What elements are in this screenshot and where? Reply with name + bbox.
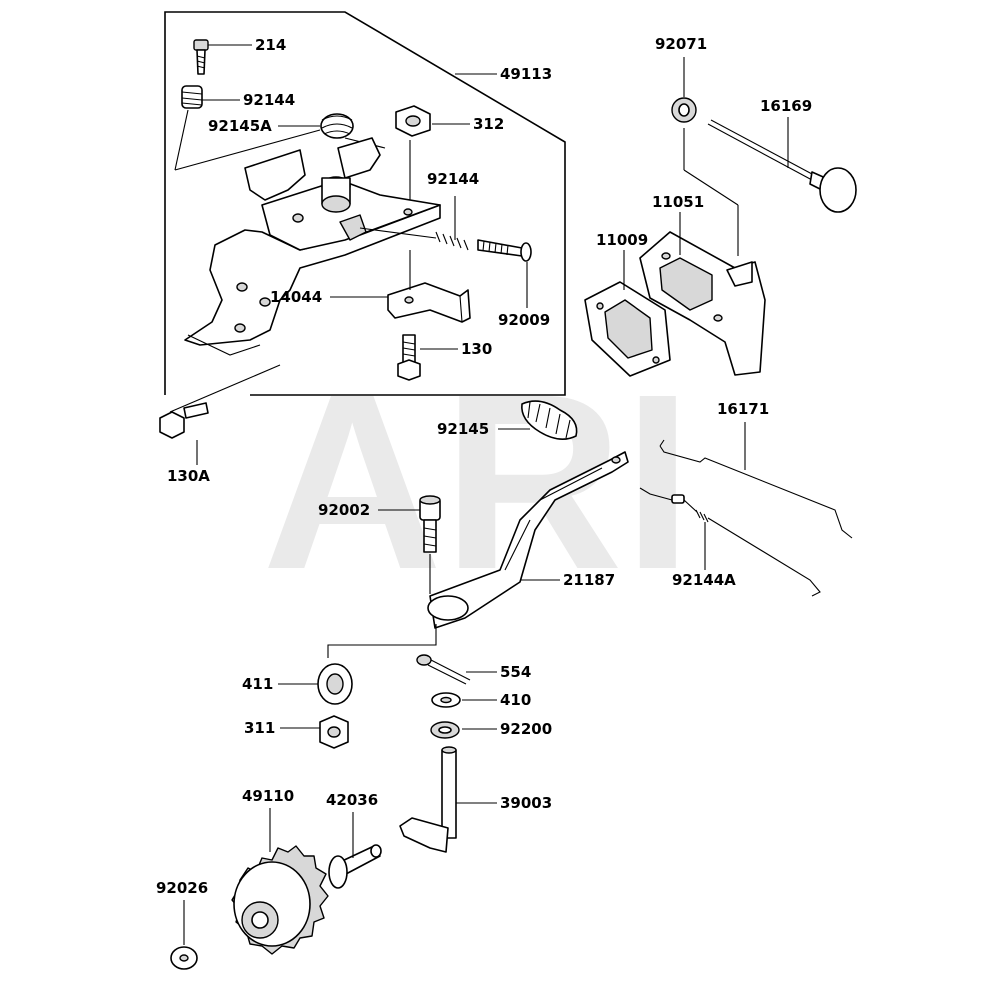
label-39003: 39003 <box>500 794 552 812</box>
nut-312 <box>395 105 431 137</box>
washer-92200 <box>430 721 460 739</box>
label-92009: 92009 <box>498 311 550 329</box>
label-92071: 92071 <box>655 35 707 53</box>
label-11051: 11051 <box>652 193 704 211</box>
label-92002: 92002 <box>318 501 370 519</box>
gasket-11009 <box>584 281 671 377</box>
shaft-39003 <box>399 746 457 853</box>
label-16169: 16169 <box>760 97 812 115</box>
label-554: 554 <box>500 663 531 681</box>
label-92145A: 92145A <box>208 117 272 135</box>
label-21187: 21187 <box>563 571 615 589</box>
label-92144-top: 92144 <box>243 91 295 109</box>
leader-lines <box>183 44 789 945</box>
label-311: 311 <box>244 719 275 737</box>
label-214: 214 <box>255 36 286 54</box>
label-410: 410 <box>500 691 531 709</box>
watermark: ARI <box>262 342 693 621</box>
label-14044: 14044 <box>270 288 322 306</box>
label-130: 130 <box>461 340 492 358</box>
rod-16171 <box>659 439 853 539</box>
collar-411 <box>317 663 353 705</box>
spring-rod-92144A <box>639 487 821 597</box>
label-92200: 92200 <box>500 720 552 738</box>
label-16171: 16171 <box>717 400 769 418</box>
spring-92145A <box>320 113 354 139</box>
label-92144A: 92144A <box>672 571 736 589</box>
pin-554 <box>416 654 471 685</box>
shaft-42036 <box>328 844 382 889</box>
bracket-14044 <box>387 282 471 323</box>
bolt-92002 <box>419 495 441 553</box>
grommet-92071 <box>671 97 697 123</box>
bracket-11051 <box>639 231 766 376</box>
governor-plate <box>184 137 441 356</box>
label-92144-mid: 92144 <box>427 170 479 188</box>
label-11009: 11009 <box>596 231 648 249</box>
bolt-92009 <box>477 239 532 262</box>
label-130A: 130A <box>167 467 210 485</box>
bolt-130 <box>397 334 421 381</box>
label-42036: 42036 <box>326 791 378 809</box>
label-312: 312 <box>473 115 504 133</box>
governor-lever-21187 <box>427 451 629 629</box>
spring-92145 <box>521 400 578 440</box>
label-92026: 92026 <box>156 879 208 897</box>
label-92145: 92145 <box>437 420 489 438</box>
washer-410 <box>431 692 461 708</box>
washer-92026 <box>170 946 198 970</box>
bolt-130A <box>159 402 209 439</box>
screw-214 <box>193 39 209 75</box>
label-411: 411 <box>242 675 273 693</box>
gear-49110 <box>231 845 329 955</box>
nut-311 <box>319 715 349 749</box>
spring-92144-mid <box>435 231 469 251</box>
label-49113: 49113 <box>500 65 552 83</box>
label-49110: 49110 <box>242 787 294 805</box>
assembly-49113-outline <box>164 11 566 396</box>
spring-92144-top <box>181 85 203 109</box>
choke-knob-16169 <box>707 119 857 213</box>
